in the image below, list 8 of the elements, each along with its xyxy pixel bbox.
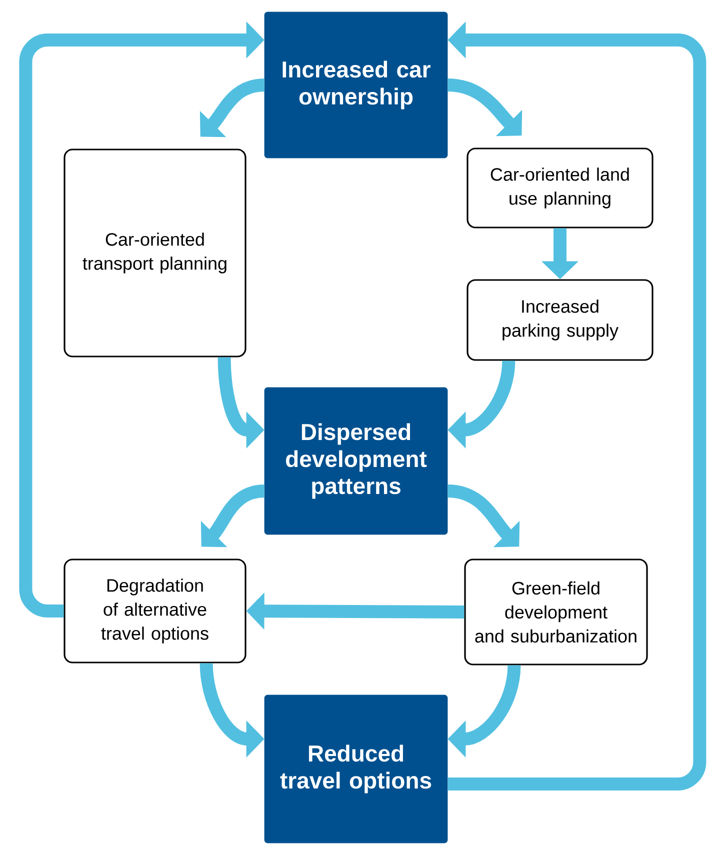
process-box: Car-oriented land use planning	[466, 148, 654, 228]
process-box: Car-oriented transport planning	[64, 148, 246, 358]
process-box: Degradation of alternative travel options	[64, 558, 246, 664]
process-box: Green-field development and suburbanization	[464, 558, 648, 666]
process-box: Increased parking supply	[466, 279, 654, 361]
process-box: Increased car ownership	[264, 12, 448, 158]
process-box: Reduced travel options	[264, 694, 448, 844]
process-box: Dispersed development patterns	[264, 387, 448, 535]
